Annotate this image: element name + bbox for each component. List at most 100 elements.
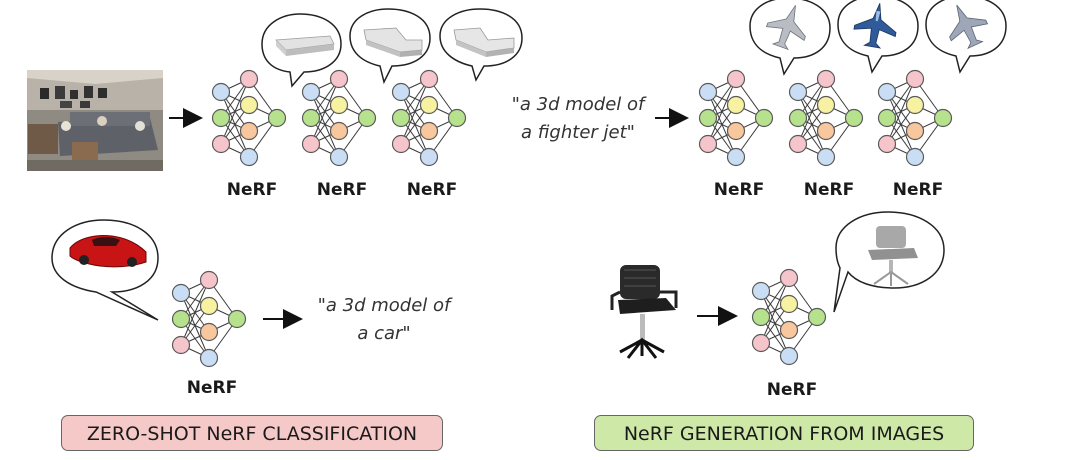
sofa-render [453,27,515,57]
network-node [751,281,771,301]
network-node [329,121,349,141]
network-node [211,108,231,128]
nerf-label: NeRF [893,180,943,200]
network-node [301,134,321,154]
network-node [698,82,718,102]
network-node [905,69,925,89]
text-prompt-car-line2: a car" [357,323,410,344]
network-node [807,307,827,327]
office-chair-photo [610,265,678,359]
network-edge [797,78,827,145]
sofa-bubble [261,13,342,88]
network-node [779,346,799,366]
generation-from-images-caption: NeRF GENERATION FROM IMAGES [594,415,974,451]
network-node [391,134,411,154]
network-node [199,296,219,316]
nerf-label: NeRF [187,378,237,398]
sofa-bubble [439,8,523,82]
network-edge [886,78,916,145]
network-node [905,95,925,115]
nerf-network-icon [301,69,377,167]
nerf-label: NeRF [407,180,457,200]
network-node [239,121,259,141]
network-node [199,322,219,342]
sofa-render [363,27,423,57]
nerf-networks [171,69,953,368]
network-node [751,307,771,327]
fighter-jet-bubble [749,0,831,76]
network-node [788,134,808,154]
network-node [239,95,259,115]
network-node [844,108,864,128]
network-node [779,294,799,314]
nerf-label: NeRF [767,380,817,400]
network-node [267,108,287,128]
network-edge [760,277,790,344]
network-node [171,309,191,329]
network-node [779,268,799,288]
network-node [301,108,321,128]
text-prompt-fighter-jet-line2: a fighter jet" [521,122,635,143]
nerf-label: NeRF [714,180,764,200]
fighter-jet-render [853,3,897,49]
sofa-bubble [349,8,431,85]
nerf-network-icon [751,268,827,366]
network-node [726,95,746,115]
fighter-jet-render [949,4,989,50]
network-node [199,270,219,290]
nerf-network-icon [391,69,467,167]
network-node [754,108,774,128]
network-node [877,82,897,102]
network-node [779,320,799,340]
chair-render [868,226,918,286]
network-node [698,108,718,128]
fighter-jet-render [765,5,806,51]
nerf-network-icon [788,69,864,167]
network-node [816,147,836,167]
network-node [877,134,897,154]
network-node [329,95,349,115]
text-prompt-car-line1: "a 3d model of [318,295,453,316]
network-node [419,147,439,167]
network-node [726,121,746,141]
network-node [171,283,191,303]
network-node [357,108,377,128]
car-bubble [51,219,159,321]
network-node [726,147,746,167]
sofa-render [275,35,335,56]
fighter-jet-bubble [837,0,919,74]
network-node [199,348,219,368]
network-node [419,121,439,141]
network-node [877,108,897,128]
network-node [239,69,259,89]
network-node [751,333,771,353]
nerf-network-icon [877,69,953,167]
network-edge [400,78,430,145]
network-node [171,335,191,355]
network-edge [180,279,210,346]
nerf-network-icon [171,270,247,368]
nerf-label: NeRF [804,180,854,200]
nerf-network-icon [698,69,774,167]
chair-bubble [833,211,945,313]
network-node [788,108,808,128]
text-prompt-fighter-jet-line1: "a 3d model of [512,94,647,115]
network-node [391,108,411,128]
network-edge [220,78,250,145]
nerf-network-icon [211,69,287,167]
network-node [227,309,247,329]
zero-shot-classification-caption: ZERO-SHOT NeRF CLASSIFICATION [61,415,443,451]
network-node [301,82,321,102]
network-node [391,82,411,102]
network-node [239,147,259,167]
network-node [726,69,746,89]
network-node [933,108,953,128]
network-node [905,121,925,141]
network-edge [310,78,340,145]
network-node [211,134,231,154]
nerf-label: NeRF [227,180,277,200]
network-node [447,108,467,128]
nerf-label: NeRF [317,180,367,200]
network-node [419,95,439,115]
network-node [698,134,718,154]
